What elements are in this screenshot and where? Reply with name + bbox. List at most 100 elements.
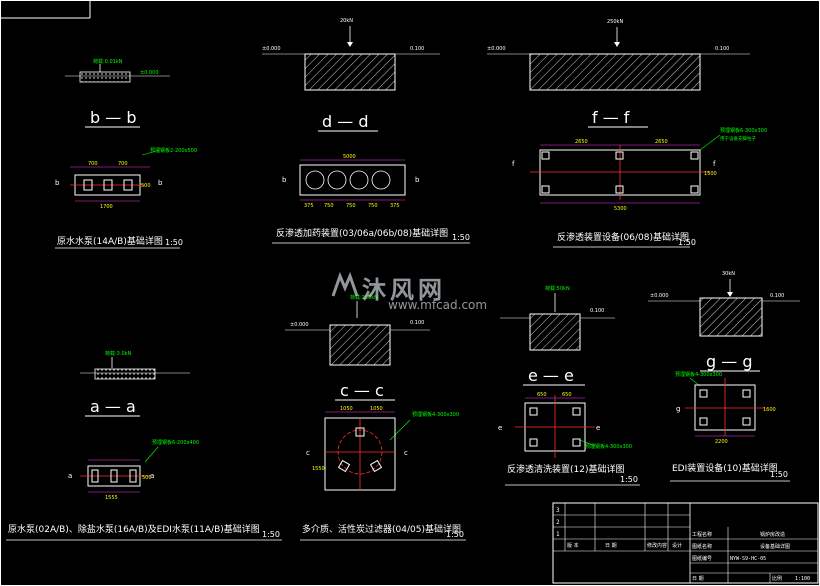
leader-line	[144, 446, 159, 463]
embed-plate	[615, 151, 624, 160]
embed-plate	[110, 469, 118, 483]
embed-plate	[541, 185, 550, 194]
col-content: 修改内容	[647, 542, 667, 549]
plan-c: 预埋钢板4-300x300 1050 1050 1550 c c 多介质、活性炭…	[300, 406, 466, 541]
dim-text: 700	[88, 161, 98, 167]
leader-line	[389, 419, 411, 441]
level-label: ±0.000	[262, 46, 281, 52]
dim-text: 5300	[614, 206, 627, 212]
arrow-head	[614, 42, 620, 47]
embed-note-2: 用于设备支脚柱子	[720, 135, 756, 142]
embed-note: 预埋钢板6-300x300	[720, 127, 767, 134]
plan-a: 预埋钢板6-200x400 500 1555 a a 原水泵(02A/B)、除盐…	[6, 439, 282, 541]
section-tag: b — b	[90, 108, 136, 127]
embed-plate	[123, 179, 133, 191]
embed-note: 预埋钢板4-300x300	[675, 371, 722, 378]
foundation-section	[94, 368, 156, 380]
foundation-outline	[299, 164, 406, 196]
section-mark: a	[150, 472, 154, 480]
embed-plate	[91, 469, 99, 483]
embed-note: 预埋钢板2-200x500	[150, 147, 197, 154]
plan-title: EDI装置设备(10)基础详图	[672, 462, 778, 474]
embed-plate	[529, 407, 538, 416]
plan-scale: 1:50	[446, 530, 464, 539]
load-label: 20kN	[340, 18, 353, 24]
scale-label: 比例	[772, 575, 782, 582]
title-block: 3 2 1 版 本 日 期 修改内容 设计 工程名称 锅炉房改造 图纸名称 设备…	[552, 502, 819, 584]
section-mark: c	[404, 449, 408, 457]
load-label: 荷载:0.01kN	[93, 58, 123, 65]
plan-scale: 1:50	[262, 530, 280, 539]
title-block-frame	[552, 502, 819, 584]
rev-row: 2	[556, 519, 560, 526]
level2-label: 0.100	[770, 293, 784, 299]
plan-scale: 1:50	[165, 238, 183, 247]
tank-circle	[371, 170, 391, 190]
tank-circles	[305, 170, 391, 190]
project-label: 工程名称	[692, 531, 712, 538]
embed-plate	[369, 459, 383, 473]
section-mark: a	[68, 472, 72, 480]
dim-text: 750	[324, 203, 334, 209]
number-value: NYW-S9-HC-05	[730, 556, 766, 562]
concrete-foundation	[699, 297, 763, 337]
plan-b: 预埋钢板2-200x500 700 700 500 1700 b b 原水水泵(…	[55, 147, 197, 249]
level-label: ±0.000	[140, 70, 159, 76]
load-label: 荷载:200kN	[350, 294, 378, 301]
embed-plate	[690, 151, 699, 160]
section-mark: e	[596, 424, 600, 432]
section-gg: 30kN ±0.000 0.100 g — g	[648, 271, 800, 372]
embed-plate	[572, 438, 581, 447]
col-date: 日 期	[605, 543, 617, 549]
plan-title: 多介质、活性炭过滤器(04/05)基础详图	[302, 523, 461, 535]
embed-plate	[529, 438, 538, 447]
leader-line	[699, 134, 721, 151]
watermark-url: www.mfcad.com	[388, 298, 488, 312]
scale-value: 1:100	[795, 576, 810, 582]
dim-text: 750	[346, 203, 356, 209]
section-tag: f — f	[592, 108, 630, 127]
watermark: 沐风网 www.mfcad.com	[330, 270, 500, 320]
embed-plate	[699, 389, 708, 398]
leader-line	[141, 149, 161, 156]
section-bb: 荷载:0.01kN ±0.000 b — b	[65, 58, 170, 128]
plan-g: 预埋钢板4-300x300 1600 2200 g EDI装置设备(10)基础详…	[670, 371, 790, 482]
concrete-foundation	[529, 53, 701, 91]
embed-plate	[541, 151, 550, 160]
section-tag: d — d	[322, 112, 368, 131]
level2-label: 0.100	[715, 46, 729, 52]
concrete-foundation	[529, 313, 581, 351]
arrow-head	[347, 42, 353, 47]
level2-label: 0.100	[410, 320, 424, 326]
section-cc: 荷载:200kN ±0.000 0.100 c — c	[285, 294, 430, 401]
level-label: ±0.000	[487, 46, 506, 52]
plan-f: 预埋钢板6-300x300 用于设备支脚柱子 2650 2650 1500 53…	[512, 127, 767, 248]
embed-plate	[355, 427, 365, 437]
embed-plate	[83, 179, 93, 191]
embed-plate	[129, 469, 137, 483]
load-label: 250kN	[607, 19, 623, 25]
plan-e: 预埋钢板4-300x300 650 650 e e 反渗透清洗装置(12)基础详…	[498, 392, 640, 486]
plan-title: 反渗透加药装置(03/06a/06b/08)基础详图	[276, 227, 448, 239]
rev-row: 3	[556, 507, 560, 514]
load-label: 荷载:50kN	[545, 285, 570, 292]
drawing-value: 设备基础详图	[760, 543, 790, 550]
embed-plate	[699, 417, 708, 426]
embed-plate	[690, 185, 699, 194]
dim-text: 500	[142, 475, 152, 481]
section-ff: 250kN ±0.000 0.100 f — f	[487, 19, 750, 128]
dim-text: 2650	[655, 139, 668, 145]
embed-plate	[337, 459, 351, 473]
dim-text: 1600	[763, 407, 776, 413]
dim-text: 2200	[715, 439, 728, 445]
section-tag: c — c	[340, 381, 384, 400]
section-tag: a — a	[90, 397, 136, 416]
watermark-title: 沐风网	[362, 276, 446, 304]
section-mark: c	[306, 449, 310, 457]
section-ee: 荷载:50kN 0.100 e — e	[500, 285, 615, 386]
section-mark: b	[55, 179, 60, 187]
dim-text: 500	[141, 183, 151, 189]
dim-text: 1500	[704, 171, 717, 177]
